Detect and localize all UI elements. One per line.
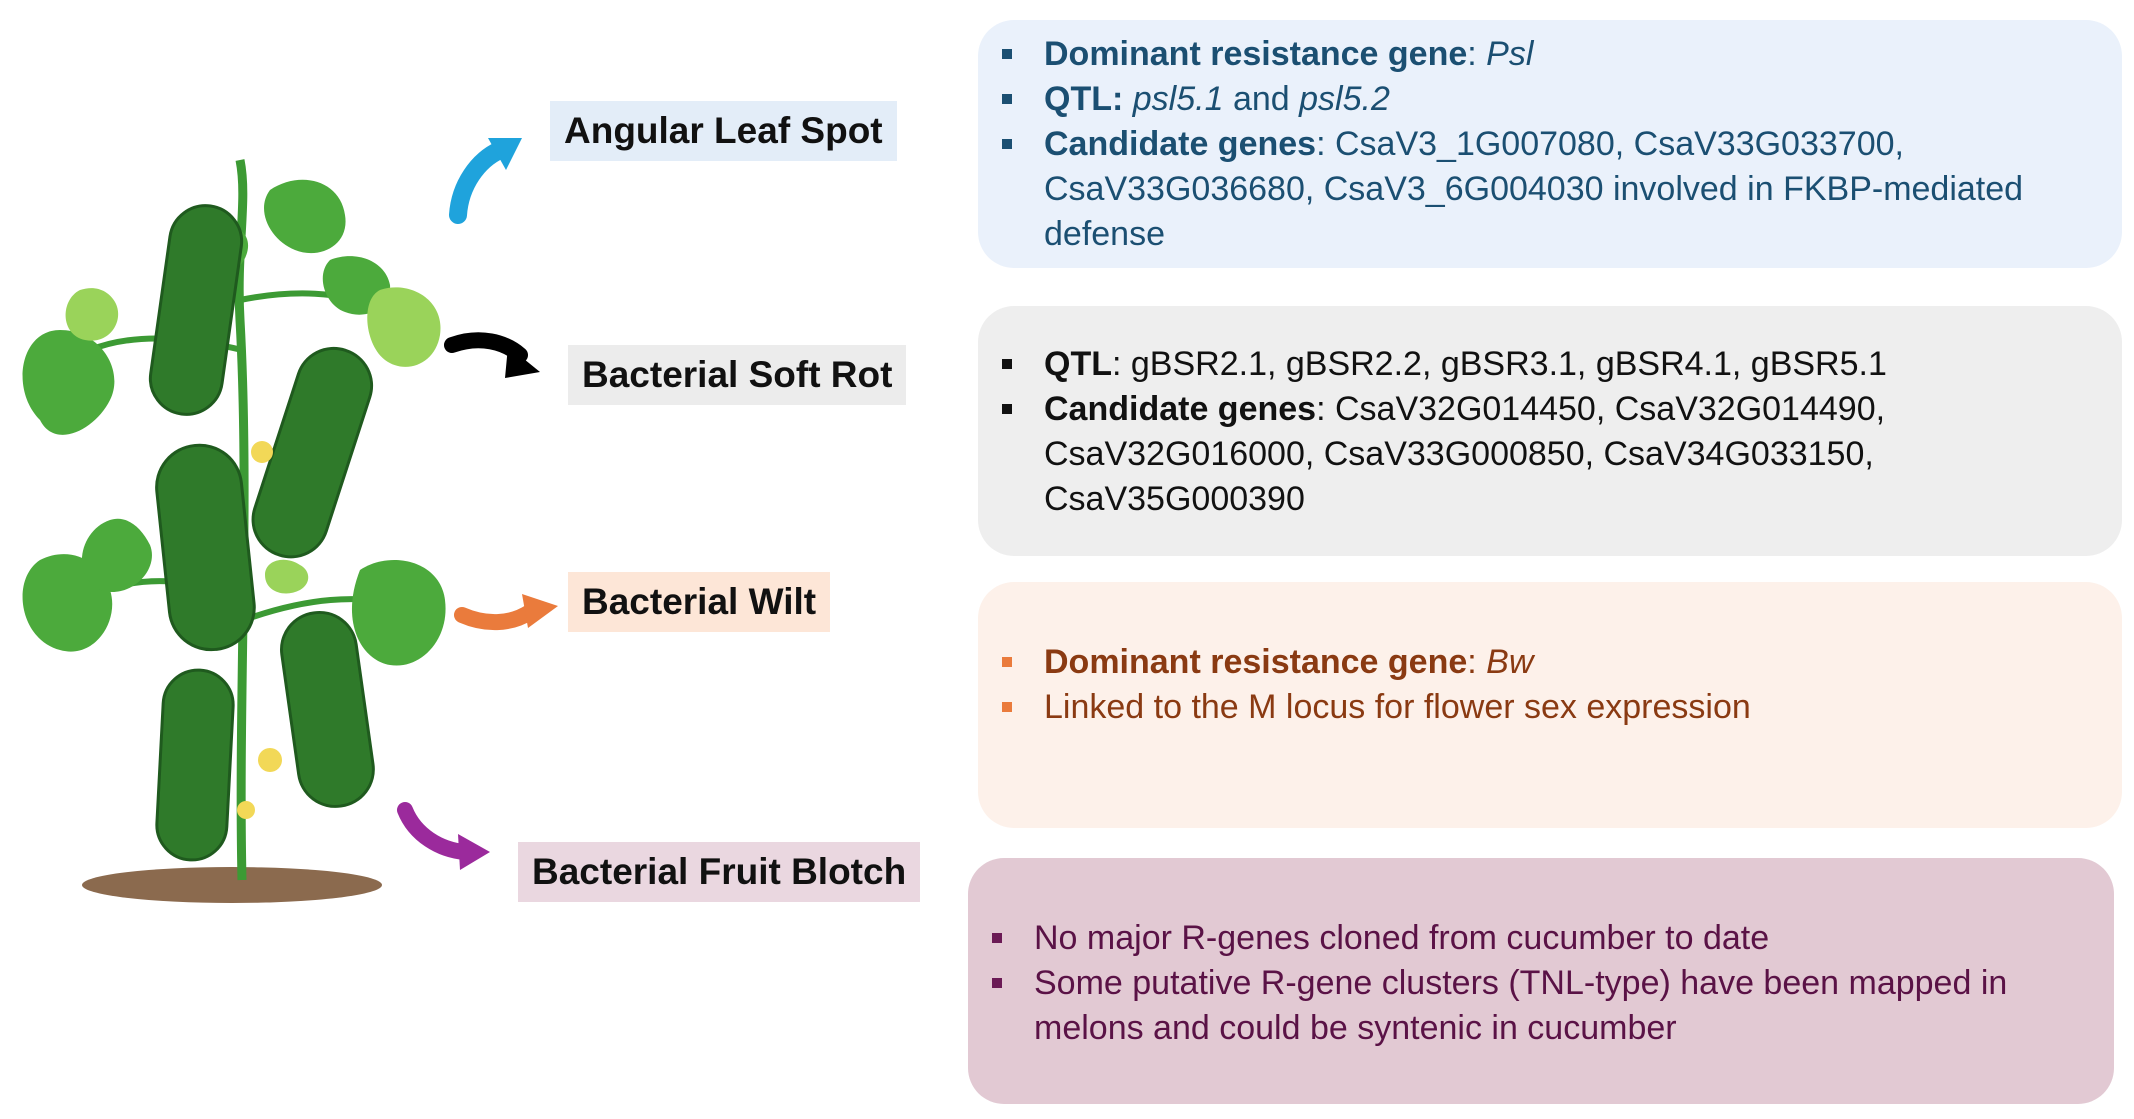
label-angular-leaf-spot: Angular Leaf Spot — [550, 101, 897, 161]
flower — [237, 801, 255, 819]
bullet-icon — [1002, 49, 1012, 59]
info-item: Linked to the M locus for flower sex exp… — [1000, 685, 2082, 730]
leaf — [81, 518, 152, 592]
info-item: Candidate genes: CsaV3_1G007080, CsaV33G… — [1000, 122, 2082, 257]
info-item: No major R-genes cloned from cucumber to… — [990, 916, 2074, 961]
info-item: Dominant resistance gene: Bw — [1000, 640, 2082, 685]
item-key: QTL — [1044, 345, 1112, 383]
item-key: Candidate genes — [1044, 125, 1317, 163]
item-key: QTL: — [1044, 80, 1124, 118]
item-text: and — [1223, 80, 1300, 118]
leaf — [264, 179, 346, 254]
cucumber-fruit — [155, 668, 235, 862]
item-text: No major R-genes cloned from cucumber to… — [1034, 919, 1770, 957]
item-key: Candidate genes — [1044, 390, 1317, 428]
item-text: gBSR2.1, gBSR2.2, gBSR3.1, gBSR4.1, gBSR… — [1130, 345, 1887, 383]
item-text: Linked to the M locus for flower sex exp… — [1044, 688, 1751, 726]
arrow-angular-leaf-spot — [449, 138, 522, 224]
item-text: CsaV3_1G007080, CsaV33G033700, CsaV33G03… — [1044, 125, 2024, 253]
item-text: Psl — [1486, 35, 1534, 73]
cucumber-fruit — [251, 346, 374, 559]
info-item: Some putative R-gene clusters (TNL-type)… — [990, 961, 2074, 1051]
leaf — [22, 330, 115, 435]
item-key: Dominant resistance gene — [1044, 35, 1468, 73]
leaf — [351, 560, 446, 666]
cucumber-fruit — [280, 610, 375, 808]
leaf-light — [367, 287, 441, 367]
item-text: Some putative R-gene clusters (TNL-type)… — [1034, 964, 2008, 1047]
soil-mound — [82, 867, 382, 903]
arrow-bacterial-fruit-blotch — [397, 802, 490, 870]
item-text: CsaV32G014450, CsaV32G014490, CsaV32G016… — [1044, 390, 1886, 518]
bullet-icon — [1002, 359, 1012, 369]
arrow-bacterial-soft-rot — [444, 332, 540, 378]
cucumber-fruit — [148, 204, 244, 416]
arrow-bacterial-wilt — [454, 594, 558, 631]
item-key: Dominant resistance gene — [1044, 643, 1468, 681]
leaf-light — [265, 559, 309, 594]
info-item: QTL: psl5.1 and psl5.2 — [1000, 77, 2082, 122]
bullet-icon — [1002, 404, 1012, 414]
flower — [251, 441, 273, 463]
item-text: Bw — [1486, 643, 1534, 681]
info-item: Candidate genes: CsaV32G014450, CsaV32G0… — [1000, 387, 2082, 522]
flower — [258, 748, 282, 772]
info-box-bacterial-fruit-blotch: No major R-genes cloned from cucumber to… — [968, 858, 2114, 1104]
info-item: Dominant resistance gene: Psl — [1000, 32, 2082, 77]
info-box-bacterial-soft-rot: QTL: gBSR2.1, gBSR2.2, gBSR3.1, gBSR4.1,… — [978, 306, 2122, 556]
info-list: QTL: gBSR2.1, gBSR2.2, gBSR3.1, gBSR4.1,… — [1000, 342, 2082, 522]
bullet-icon — [1002, 702, 1012, 712]
bullet-icon — [992, 933, 1002, 943]
item-text: psl5.2 — [1299, 80, 1390, 118]
bullet-icon — [1002, 94, 1012, 104]
bullet-icon — [992, 978, 1002, 988]
label-bacterial-soft-rot: Bacterial Soft Rot — [568, 345, 907, 405]
main-stem — [234, 159, 249, 881]
label-bacterial-wilt: Bacterial Wilt — [568, 572, 831, 632]
info-list: No major R-genes cloned from cucumber to… — [990, 916, 2074, 1051]
info-item: QTL: gBSR2.1, gBSR2.2, gBSR3.1, gBSR4.1,… — [1000, 342, 2082, 387]
cucumber-plant-illustration — [22, 159, 446, 903]
arrows-layer — [397, 138, 558, 870]
cucumber-fruit — [155, 443, 256, 652]
bullet-icon — [1002, 657, 1012, 667]
bullet-icon — [1002, 139, 1012, 149]
label-bacterial-fruit-blotch: Bacterial Fruit Blotch — [518, 842, 921, 902]
leaf-light — [65, 288, 119, 341]
item-text: psl5.1 — [1132, 80, 1224, 118]
